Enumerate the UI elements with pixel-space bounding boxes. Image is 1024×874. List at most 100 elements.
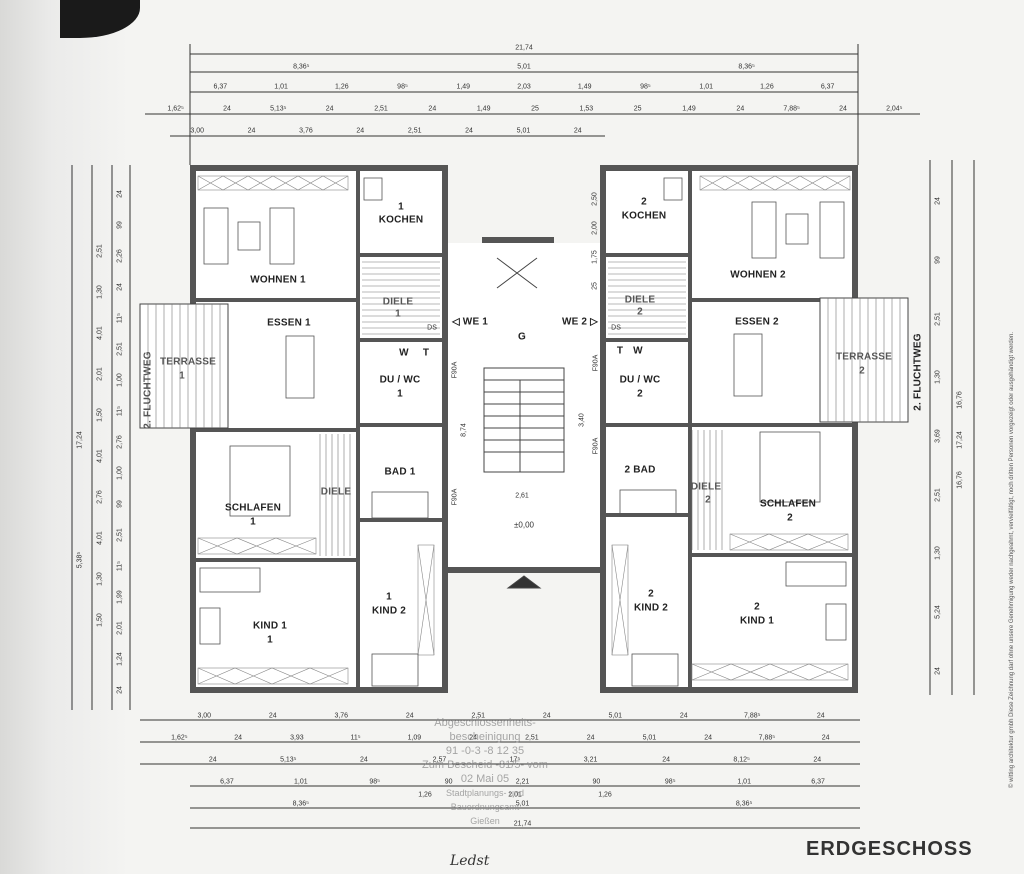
dimension-label: 1,01 <box>274 83 288 91</box>
dimension-label: 1,53 <box>579 105 594 113</box>
dimension-label: 5,01 <box>517 63 531 71</box>
room-label-diele-1: DIELE <box>382 296 414 308</box>
dimension-label: 24 <box>405 712 414 720</box>
dimension-label: 5,38⁵ <box>76 551 84 569</box>
dimension-label: 2,51 <box>116 341 124 356</box>
room-label-essen-2: ESSEN 2 <box>735 316 779 328</box>
dim-2-61: 2,61 <box>515 492 529 500</box>
dimension-label: 16,76 <box>956 391 964 409</box>
dimension-label: 1,30 <box>96 571 104 586</box>
room-label-kochen-1: KOCHEN <box>378 214 424 226</box>
dimension-label: 1,26 <box>335 83 349 91</box>
dimension-label: 1,01 <box>699 83 713 91</box>
dryer-label-t-1: T <box>422 347 430 359</box>
dimension-label: 99 <box>116 499 124 508</box>
dimension-label: 99 <box>116 220 124 229</box>
dimension-label: 24 <box>736 105 745 113</box>
dimension-label: 1,26 <box>760 83 774 91</box>
copyright-notice: © witting architektur gmbh Diese Zeichnu… <box>1009 331 1015 789</box>
dimension-label: 24 <box>542 712 551 720</box>
dimension-label: 2,51 <box>934 487 942 502</box>
washer-label-w-2: W <box>633 345 643 357</box>
dimension-label: 90 <box>592 778 601 786</box>
dimension-label: 8,36⁵ <box>292 800 310 808</box>
dimension-label: 24 <box>208 756 217 764</box>
dimension-label: 2,51 <box>525 734 539 742</box>
dimension-label: 24 <box>679 712 688 720</box>
dimension-label: 24 <box>223 105 231 113</box>
room-label-bad-1: BAD 1 <box>384 466 416 478</box>
room-label-wohnen-2: WOHNEN 2 <box>730 269 786 281</box>
room-number-diele-2: 2 <box>637 306 643 318</box>
dimension-label: 7,88⁵ <box>758 734 776 742</box>
room-label-kochen-2: KOCHEN <box>621 210 667 222</box>
room-label-fluchtweg-2: 2. FLUCHTWEG <box>912 333 924 411</box>
dimension-label: 24 <box>116 189 124 198</box>
dimension-label: 6,37 <box>213 83 228 91</box>
dimension-label: 3,76 <box>299 127 313 135</box>
drawing-title: ERDGESCHOSS <box>806 838 973 860</box>
dimension-label: 21,74 <box>513 820 532 828</box>
dimension-label: 2,00 <box>591 221 599 235</box>
room-label-diele-2b: DIELE <box>690 481 722 493</box>
room-label-kind1-1: KIND 1 <box>253 620 287 632</box>
dimension-label: 5,13⁵ <box>270 105 287 113</box>
room-number-kind2-1: 1 <box>386 591 392 603</box>
room-number-kind1-2: 2 <box>754 601 760 613</box>
dimension-label: 1,01 <box>737 778 751 786</box>
dimension-label: 1,26 <box>598 791 612 799</box>
dimension-label: 24 <box>821 734 830 742</box>
dimension-label: 3,00 <box>190 127 204 135</box>
dimension-label: 1,01 <box>294 778 308 786</box>
dimension-label: 98⁵ <box>397 83 408 91</box>
dimension-label: 2,51 <box>374 105 388 113</box>
dimension-label: 5,13⁵ <box>280 756 297 764</box>
dimension-label: 1,30 <box>96 284 104 299</box>
fire-door-label-3: F90A <box>592 354 600 372</box>
dimension-label: 5,01 <box>642 734 657 742</box>
dimension-label: 24 <box>469 734 478 742</box>
ds-label-1: DS <box>427 324 437 332</box>
room-label-terrasse-1: TERRASSE <box>159 356 217 368</box>
dimension-label: 24 <box>586 734 595 742</box>
dimension-label: 24 <box>116 685 124 694</box>
dimension-label: 98⁵ <box>640 83 651 91</box>
room-label-terrasse-2: TERRASSE <box>835 351 893 363</box>
room-number-diele-1: 1 <box>395 308 401 320</box>
dimension-label: 1,00 <box>116 465 124 480</box>
dimension-label: 17,24 <box>956 431 964 449</box>
dimension-label: 90 <box>444 778 453 786</box>
dimension-label: 24 <box>325 105 334 113</box>
stamp-line: Stadtplanungs- und <box>445 788 525 798</box>
room-label-duwc-1: DU / WC <box>379 374 421 386</box>
room-label-diele-2: DIELE <box>624 294 656 306</box>
dimension-label: 2,76 <box>116 434 124 449</box>
dimension-label: 24 <box>116 282 124 291</box>
dimension-label: 8,36⁵ <box>735 800 753 808</box>
room-number-diele-2b: 2 <box>705 494 711 506</box>
room-number-duwc-1: 1 <box>397 388 403 400</box>
dimension-label: 1,00 <box>116 372 124 387</box>
dimension-label: 2,51 <box>96 243 104 258</box>
dimension-label: 4,01 <box>96 530 104 545</box>
dimension-label: 5,01 <box>608 712 623 720</box>
dimension-label: 2,76 <box>96 489 104 504</box>
dimension-label: 1,99 <box>116 589 124 604</box>
room-label-fluchtweg-1: 2. FLUCHTWEG <box>142 351 154 429</box>
dimension-label: 1,49 <box>577 83 592 91</box>
dimension-label: 5,24 <box>934 605 942 619</box>
dimension-label: 2,21 <box>515 778 530 786</box>
dimension-label: 1,49 <box>682 105 696 113</box>
dimension-label: 17⁵ <box>509 756 521 764</box>
room-number-kind2-2: 2 <box>648 588 654 600</box>
dimension-label: 2,04⁵ <box>886 105 903 113</box>
room-number-kind1-1: 1 <box>267 634 273 646</box>
dimension-label: 24 <box>816 712 825 720</box>
dimension-label: 11⁵ <box>116 312 124 323</box>
dimension-label: 2,01 <box>508 791 522 799</box>
dimension-label: 2,26 <box>116 248 124 263</box>
dimension-label: 24 <box>839 105 847 113</box>
dimension-label: 25 <box>633 105 642 113</box>
dimension-label: 3,69 <box>934 429 942 443</box>
dimension-label: 24 <box>268 712 277 720</box>
